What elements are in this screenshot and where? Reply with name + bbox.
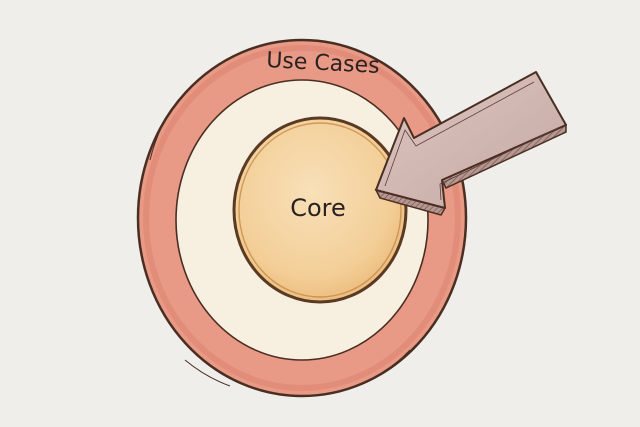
arrow-icon bbox=[374, 71, 567, 216]
use-cases-label: Use Cases bbox=[266, 48, 381, 79]
core-circle bbox=[232, 116, 408, 304]
core-label: Core bbox=[290, 194, 346, 222]
